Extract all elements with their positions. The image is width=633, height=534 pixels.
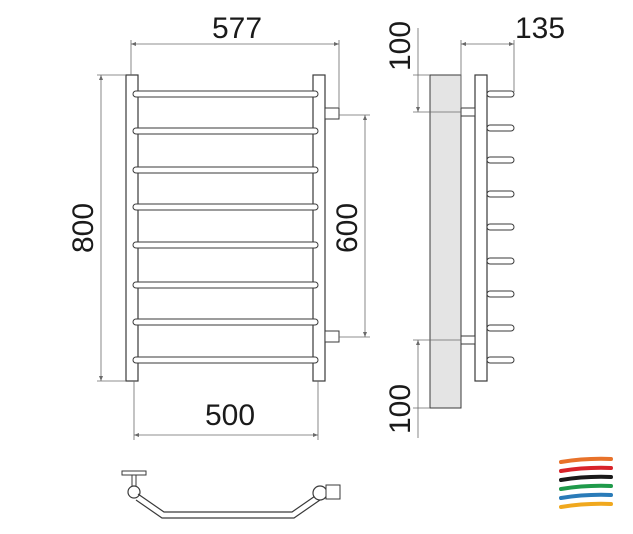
rung-stub-8 (486, 324, 515, 332)
top-view-right-mount (325, 484, 341, 500)
side-dimensions: 135 100 100 (384, 12, 565, 438)
rung-stub-5 (486, 223, 515, 231)
side-upright (474, 74, 488, 382)
rung-stubs (486, 90, 515, 364)
rung-stub-2 (486, 124, 515, 132)
rung-2 (132, 127, 319, 135)
logo-stripe-2 (559, 465, 613, 473)
logo-stripe-3 (559, 474, 613, 482)
wall (429, 74, 462, 409)
side-view (429, 74, 515, 409)
rung-stub-4 (486, 190, 515, 198)
rung-1 (132, 90, 319, 98)
rung-7 (132, 318, 319, 326)
rung-stub-1 (486, 90, 515, 98)
front-dimensions: 577 800 600 500 (67, 12, 370, 440)
right-upright (312, 74, 326, 382)
dim-depth: 135 (515, 12, 565, 45)
logo-stripe-6 (559, 501, 613, 509)
dim-mount-spacing: 600 (331, 203, 364, 253)
top-mount-bracket (324, 107, 340, 120)
rung-8 (132, 356, 319, 364)
rung-stub-6 (486, 257, 515, 265)
top-view-flange (121, 470, 147, 476)
dim-top-offset: 100 (384, 21, 417, 71)
top-view-right-pipe (312, 485, 328, 501)
dim-height: 800 (67, 203, 100, 253)
rung-stub-9 (486, 356, 515, 364)
top-view (121, 470, 341, 519)
dim-overall-width: 577 (212, 12, 262, 45)
top-view-left-pipe (127, 485, 141, 499)
logo-stripe-5 (559, 492, 613, 500)
top-view-rail (137, 493, 319, 513)
rungs (132, 90, 319, 364)
rung-4 (132, 203, 319, 211)
rung-5 (132, 241, 319, 249)
left-upright (125, 74, 139, 382)
dim-rail-width: 500 (205, 399, 255, 432)
rung-6 (132, 281, 319, 289)
top-view-stem (131, 474, 137, 488)
rung-stub-7 (486, 290, 515, 298)
bottom-mount-bracket (324, 330, 340, 343)
rung-stub-3 (486, 156, 515, 164)
front-view (125, 74, 340, 382)
logo-stripe-4 (559, 483, 613, 491)
rung-3 (132, 166, 319, 174)
brand-logo (559, 456, 613, 509)
logo-stripe-1 (559, 456, 613, 464)
side-bottom-mount (460, 335, 476, 345)
side-top-mount (460, 107, 476, 117)
dim-bottom-offset: 100 (384, 384, 417, 434)
